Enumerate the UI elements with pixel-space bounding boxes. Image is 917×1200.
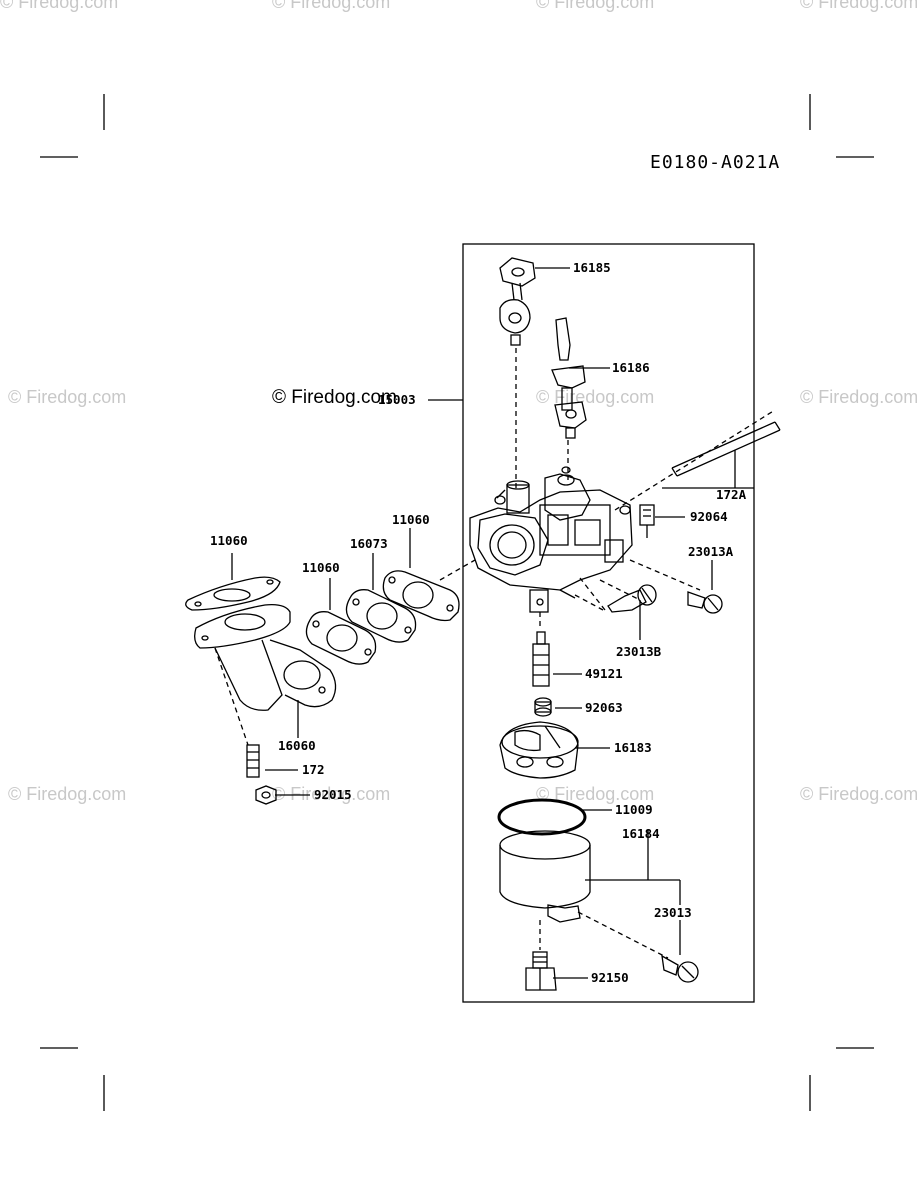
callout-49121: 49121: [585, 666, 623, 681]
callout-11060-left: 11060: [210, 533, 248, 548]
callout-16184: 16184: [622, 826, 660, 841]
float-bowl-16184: [499, 830, 669, 959]
drain-bolt-92150: [525, 951, 557, 991]
jet-92063: [534, 697, 552, 717]
watermark: © Firedog.com: [8, 784, 127, 804]
o-ring-11009: [497, 798, 587, 836]
watermark: © Firedog.com: [800, 387, 917, 407]
watermark: © Firedog.com: [8, 387, 127, 407]
nozzle-49121: [532, 631, 550, 687]
callout-16183: 16183: [614, 740, 652, 755]
callout-23013a: 23013A: [688, 544, 734, 559]
callout-16185: 16185: [573, 260, 611, 275]
nut-92015: [255, 785, 277, 805]
insulator-16060: [194, 604, 337, 711]
callout-16060: 16060: [278, 738, 316, 753]
assembly-frame: [462, 243, 755, 1003]
throttle-lever-16185: [499, 257, 536, 346]
callout-15003: 15003: [378, 392, 416, 407]
watermark: © Firedog.com: [536, 0, 655, 12]
callout-16073: 16073: [350, 536, 388, 551]
gasket-11060-left: [185, 576, 281, 611]
carburetor-body: [469, 466, 633, 613]
watermark: © Firedog.com: [272, 784, 391, 804]
callout-172a: 172A: [716, 487, 747, 502]
watermark: © Firedog.com: [272, 0, 391, 12]
gasket-16073: [345, 589, 417, 643]
callout-23013b: 23013B: [616, 644, 662, 659]
screw-23013a: [687, 591, 723, 614]
jet-92064: [639, 504, 655, 538]
watermark: © Firedog.com: [800, 784, 917, 804]
callout-16186: 16186: [612, 360, 650, 375]
watermark: © Firedog.com: [536, 784, 655, 804]
screw-23013b: [579, 577, 657, 613]
float-16183: [499, 721, 579, 779]
callout-92064: 92064: [690, 509, 728, 524]
callout-11009: 11009: [615, 802, 653, 817]
gasket-11060-mid: [305, 611, 377, 665]
gasket-11060-right: [382, 570, 460, 622]
callout-92015: 92015: [314, 787, 352, 802]
screw-23013: [661, 954, 699, 983]
crop-marks: [40, 94, 874, 1111]
watermark: © Firedog.com: [0, 0, 119, 12]
stud-172a: [671, 421, 781, 477]
callout-92150: 92150: [591, 970, 629, 985]
callout-23013: 23013: [654, 905, 692, 920]
callout-92063: 92063: [585, 700, 623, 715]
stud-172: [246, 744, 260, 778]
watermark: © Firedog.com: [272, 387, 397, 408]
watermark: © Firedog.com: [536, 387, 655, 407]
callout-11060-mid: 11060: [302, 560, 340, 575]
watermark: © Firedog.com: [800, 0, 917, 12]
callout-172: 172: [302, 762, 325, 777]
diagram-code: E0180-A021A: [650, 152, 781, 173]
choke-lever-16186: [551, 317, 587, 439]
callout-11060-right: 11060: [392, 512, 430, 527]
